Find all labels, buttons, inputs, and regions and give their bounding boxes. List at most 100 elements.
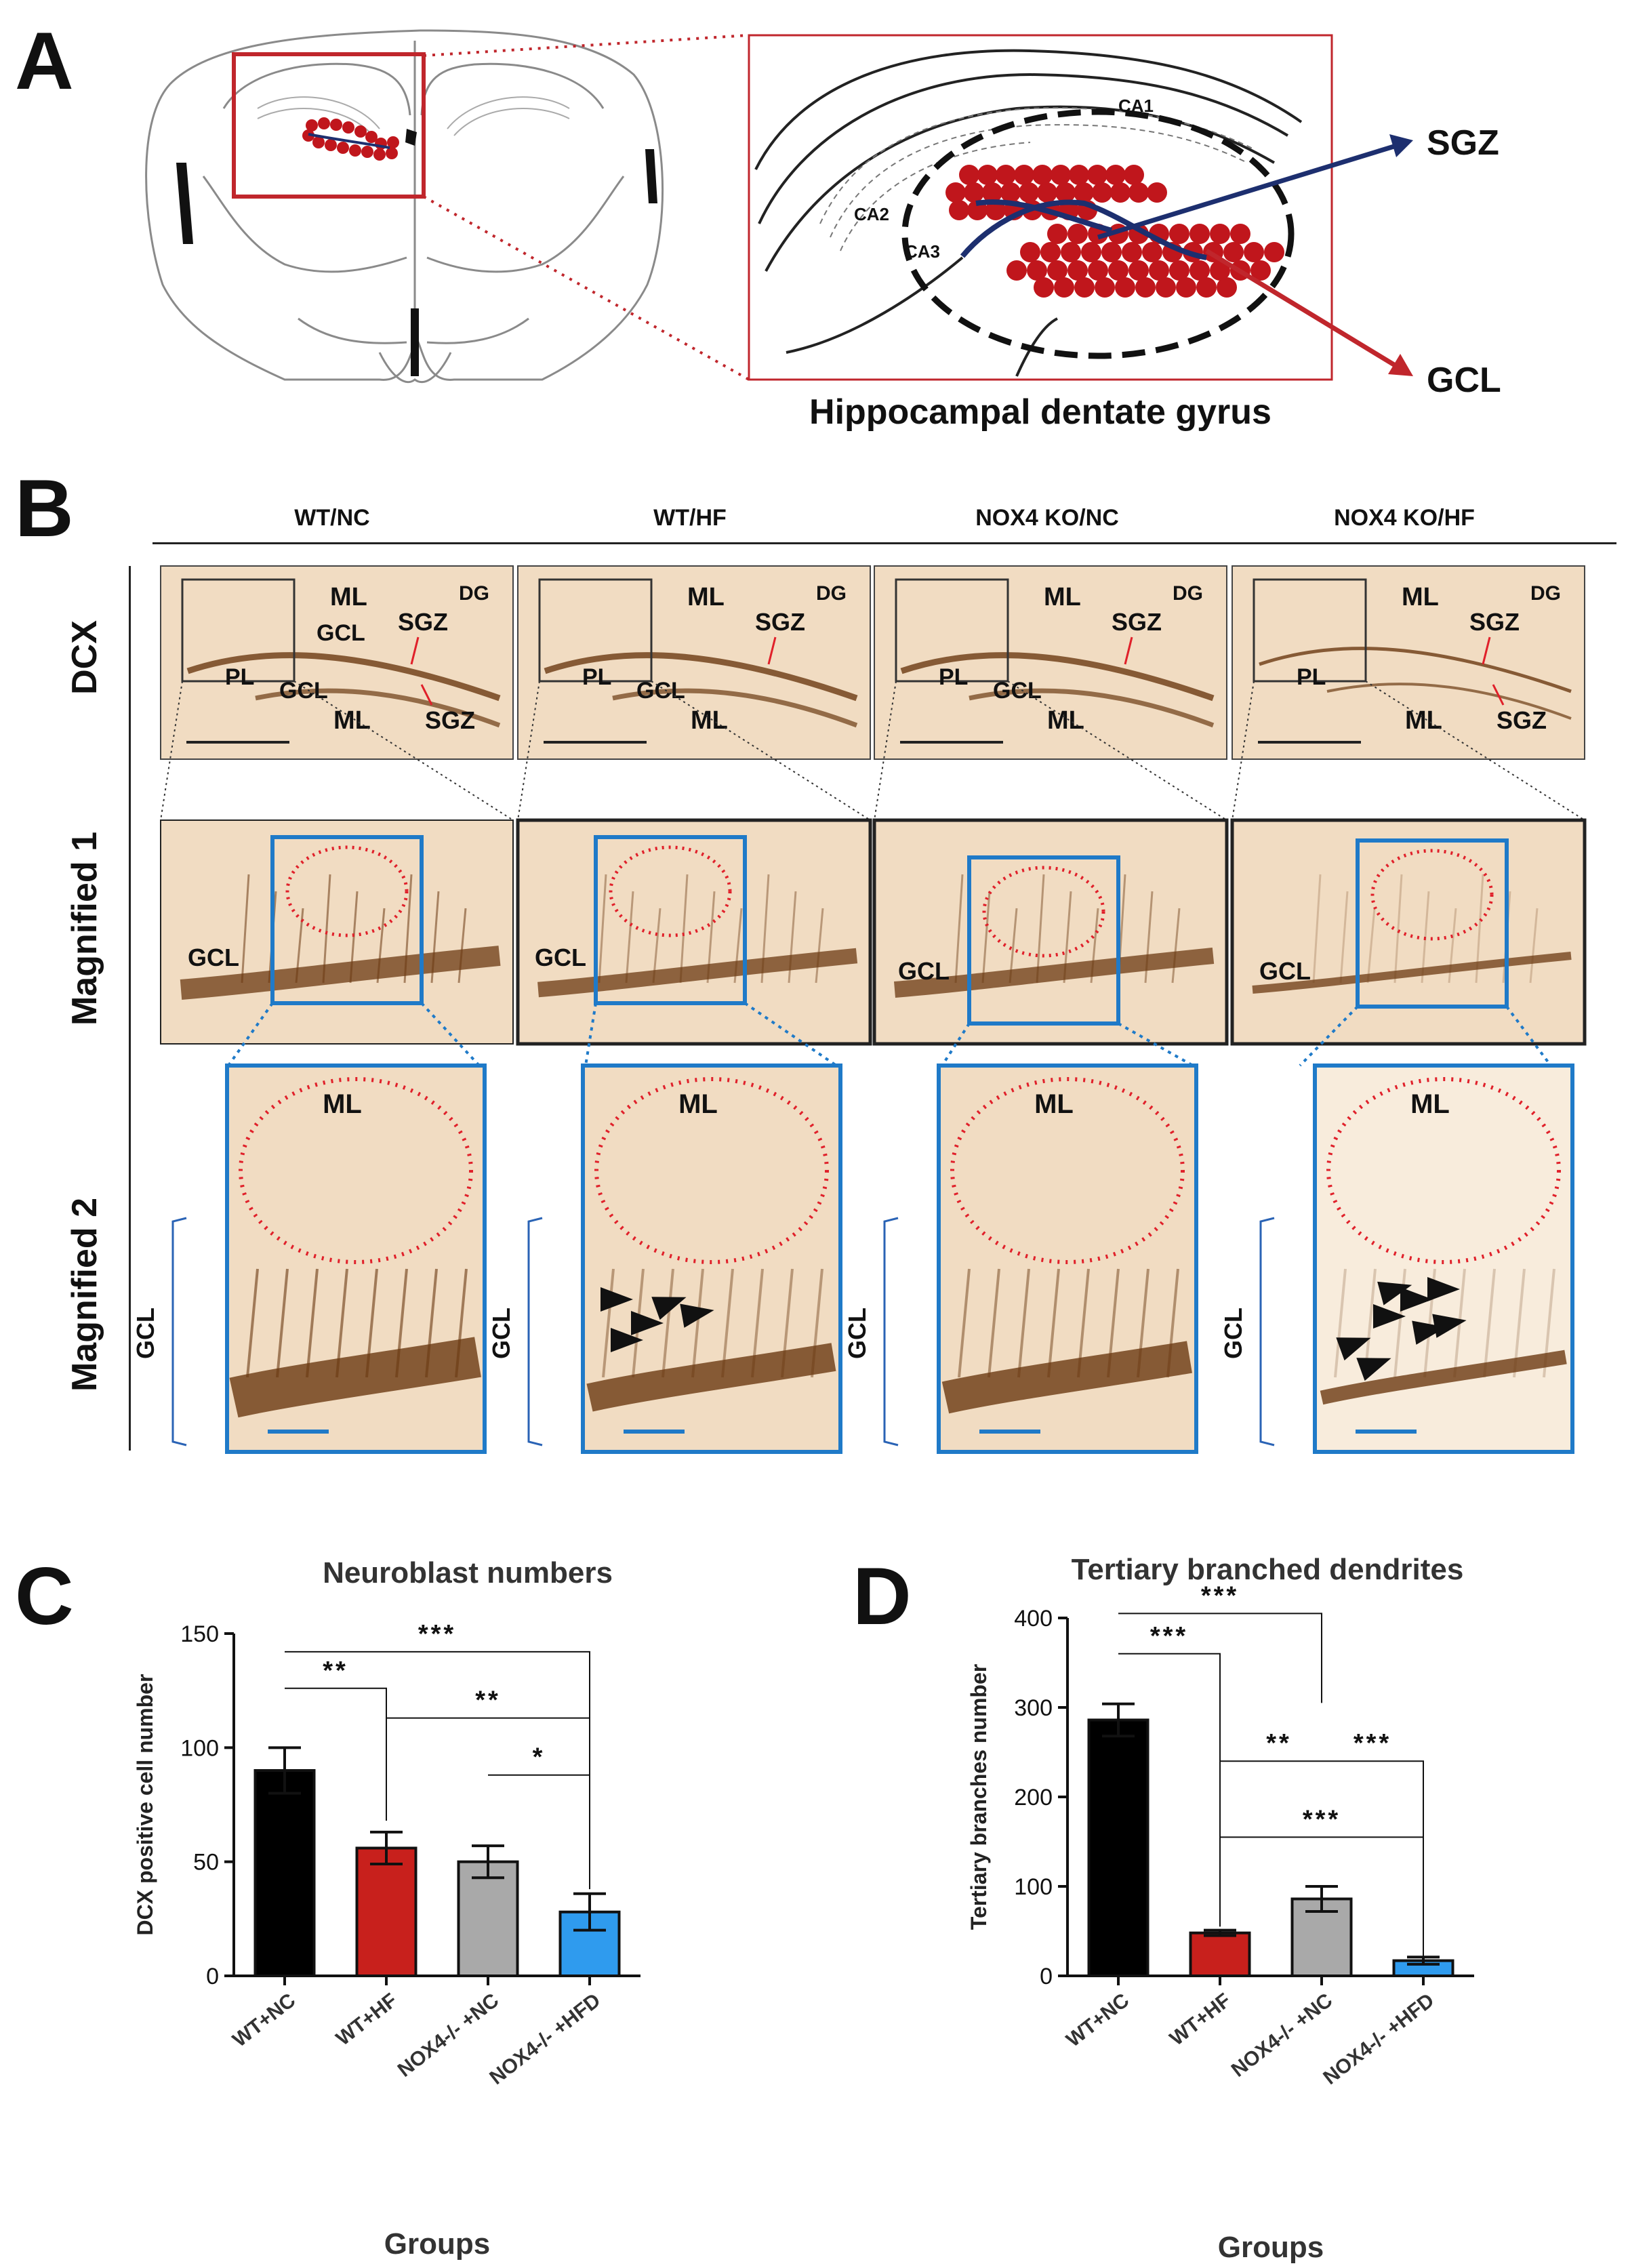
dendrite xyxy=(781,1268,794,1378)
row-rule xyxy=(129,566,131,1451)
dendrite xyxy=(602,1268,615,1378)
gcl-cell xyxy=(1054,277,1074,298)
gcl-cell xyxy=(1122,242,1142,262)
x-tick-label-3: NOX4-/- +NC xyxy=(394,1989,504,2082)
dendrite xyxy=(1063,891,1072,984)
tile-label-ml-bottom: ML xyxy=(1047,706,1084,735)
gcl-cell xyxy=(1217,277,1237,298)
dendrite xyxy=(241,874,250,984)
dendrite xyxy=(988,1268,1000,1378)
y-tick-label: 200 xyxy=(1014,1785,1053,1810)
significance-3: ** xyxy=(1220,1729,1322,1762)
label-gcl: GCL xyxy=(131,1308,159,1359)
dendrite xyxy=(376,908,386,984)
significance-label: *** xyxy=(1354,1729,1391,1758)
gcl-cell xyxy=(1055,182,1076,203)
connector-left xyxy=(941,1022,971,1067)
gcl-cell xyxy=(1047,224,1067,244)
significance-5: *** xyxy=(1220,1805,1424,1956)
dendrite-region-circle xyxy=(285,845,409,937)
magnify-box xyxy=(967,855,1120,1026)
granule-cell-layer xyxy=(894,948,1215,998)
significance-label: ** xyxy=(1266,1729,1292,1758)
gcl-cell xyxy=(1264,242,1284,262)
label-ml: ML xyxy=(1034,1089,1074,1119)
gcl-cell xyxy=(1169,224,1189,244)
dendrite-arrowhead xyxy=(1336,1337,1371,1361)
dendrite-arrowhead xyxy=(631,1311,664,1335)
significance-label: ** xyxy=(323,1657,348,1685)
connector-left xyxy=(874,681,897,821)
label-ca3: CA3 xyxy=(905,241,940,262)
label-gcl: GCL xyxy=(1259,957,1311,985)
dendrite-region-circle xyxy=(982,866,1105,958)
dendrite xyxy=(335,1268,348,1378)
gcl-cell xyxy=(1069,165,1089,185)
sgz-pointer xyxy=(410,636,420,665)
sgz-pointer-lower xyxy=(1492,684,1505,706)
tile-label-dg: DG xyxy=(816,582,847,605)
gcl-bracket xyxy=(527,1217,543,1446)
dendrite xyxy=(395,1268,408,1378)
tile-label-sgz-bottom: SGZ xyxy=(425,706,475,734)
label-gcl: GCL xyxy=(843,1308,871,1359)
zoom-connector-bottom xyxy=(423,195,750,381)
granule-cell-band-lower xyxy=(969,688,1215,728)
significance-3: ** xyxy=(386,1686,590,1719)
label-ml: ML xyxy=(323,1089,362,1119)
magnified-2-tile: ML GCL xyxy=(843,1064,1198,1454)
label-gcl: GCL xyxy=(188,944,239,971)
sgz-line-small xyxy=(308,133,390,149)
gcl-cell xyxy=(1124,165,1144,185)
gcl-cell xyxy=(1189,260,1210,281)
y-tick-label: 0 xyxy=(206,1964,219,1989)
significance-bracket xyxy=(285,1687,387,1821)
gcl-cell xyxy=(1115,277,1135,298)
gcl-cell xyxy=(1189,224,1210,244)
dendrite xyxy=(1339,891,1349,984)
label-ml: ML xyxy=(1410,1089,1450,1119)
granule-cell-band xyxy=(900,652,1215,702)
gcl-cell xyxy=(996,165,1016,185)
granule-cell-layer xyxy=(180,946,501,1000)
dendrite xyxy=(455,1268,468,1378)
x-tick-label-1: WT+NC xyxy=(1062,1989,1133,2052)
dendrite xyxy=(1144,891,1154,984)
panel-letter-d: D xyxy=(853,1551,912,1642)
tile-label-gcl-bottom: GCL xyxy=(993,678,1042,704)
dendrite xyxy=(1036,874,1045,984)
x-tick-label-1: WT+NC xyxy=(228,1989,300,2052)
significance-label: ** xyxy=(475,1686,501,1715)
magnify-box xyxy=(594,835,747,1005)
tile-label-pl: PL xyxy=(225,664,254,690)
dendrite xyxy=(1312,874,1322,984)
gcl-cell xyxy=(1176,277,1196,298)
gcl-cell xyxy=(1061,242,1081,262)
tissue-background xyxy=(1232,565,1585,760)
tile-label-dg: DG xyxy=(1173,582,1203,605)
x-tick-label-4: NOX4-/- +HFD xyxy=(485,1989,605,2090)
dendrite xyxy=(1077,1268,1090,1378)
gcl-cell xyxy=(1156,277,1176,298)
dendrite xyxy=(815,908,824,984)
dendrite xyxy=(1513,1268,1526,1378)
gcl-cell xyxy=(964,182,984,203)
dendrite xyxy=(322,874,331,984)
gcl-cell xyxy=(1037,182,1057,203)
granule-cell-layer xyxy=(537,948,858,998)
bar-2 xyxy=(1189,1931,1251,1978)
magnified-1-tile: GCL xyxy=(160,819,514,1067)
column-header-ko-hf: NOX4 KO/HF xyxy=(1334,505,1475,531)
granule-cell-layer xyxy=(229,1337,481,1418)
gcl-cell xyxy=(1105,165,1126,185)
gcl-bracket xyxy=(1259,1217,1275,1446)
hippocampus-ca-dashed xyxy=(819,107,1255,251)
panel-letter-a: A xyxy=(15,16,74,106)
column-header-wt-hf: WT/HF xyxy=(653,505,727,531)
gcl-cell xyxy=(1087,165,1107,185)
